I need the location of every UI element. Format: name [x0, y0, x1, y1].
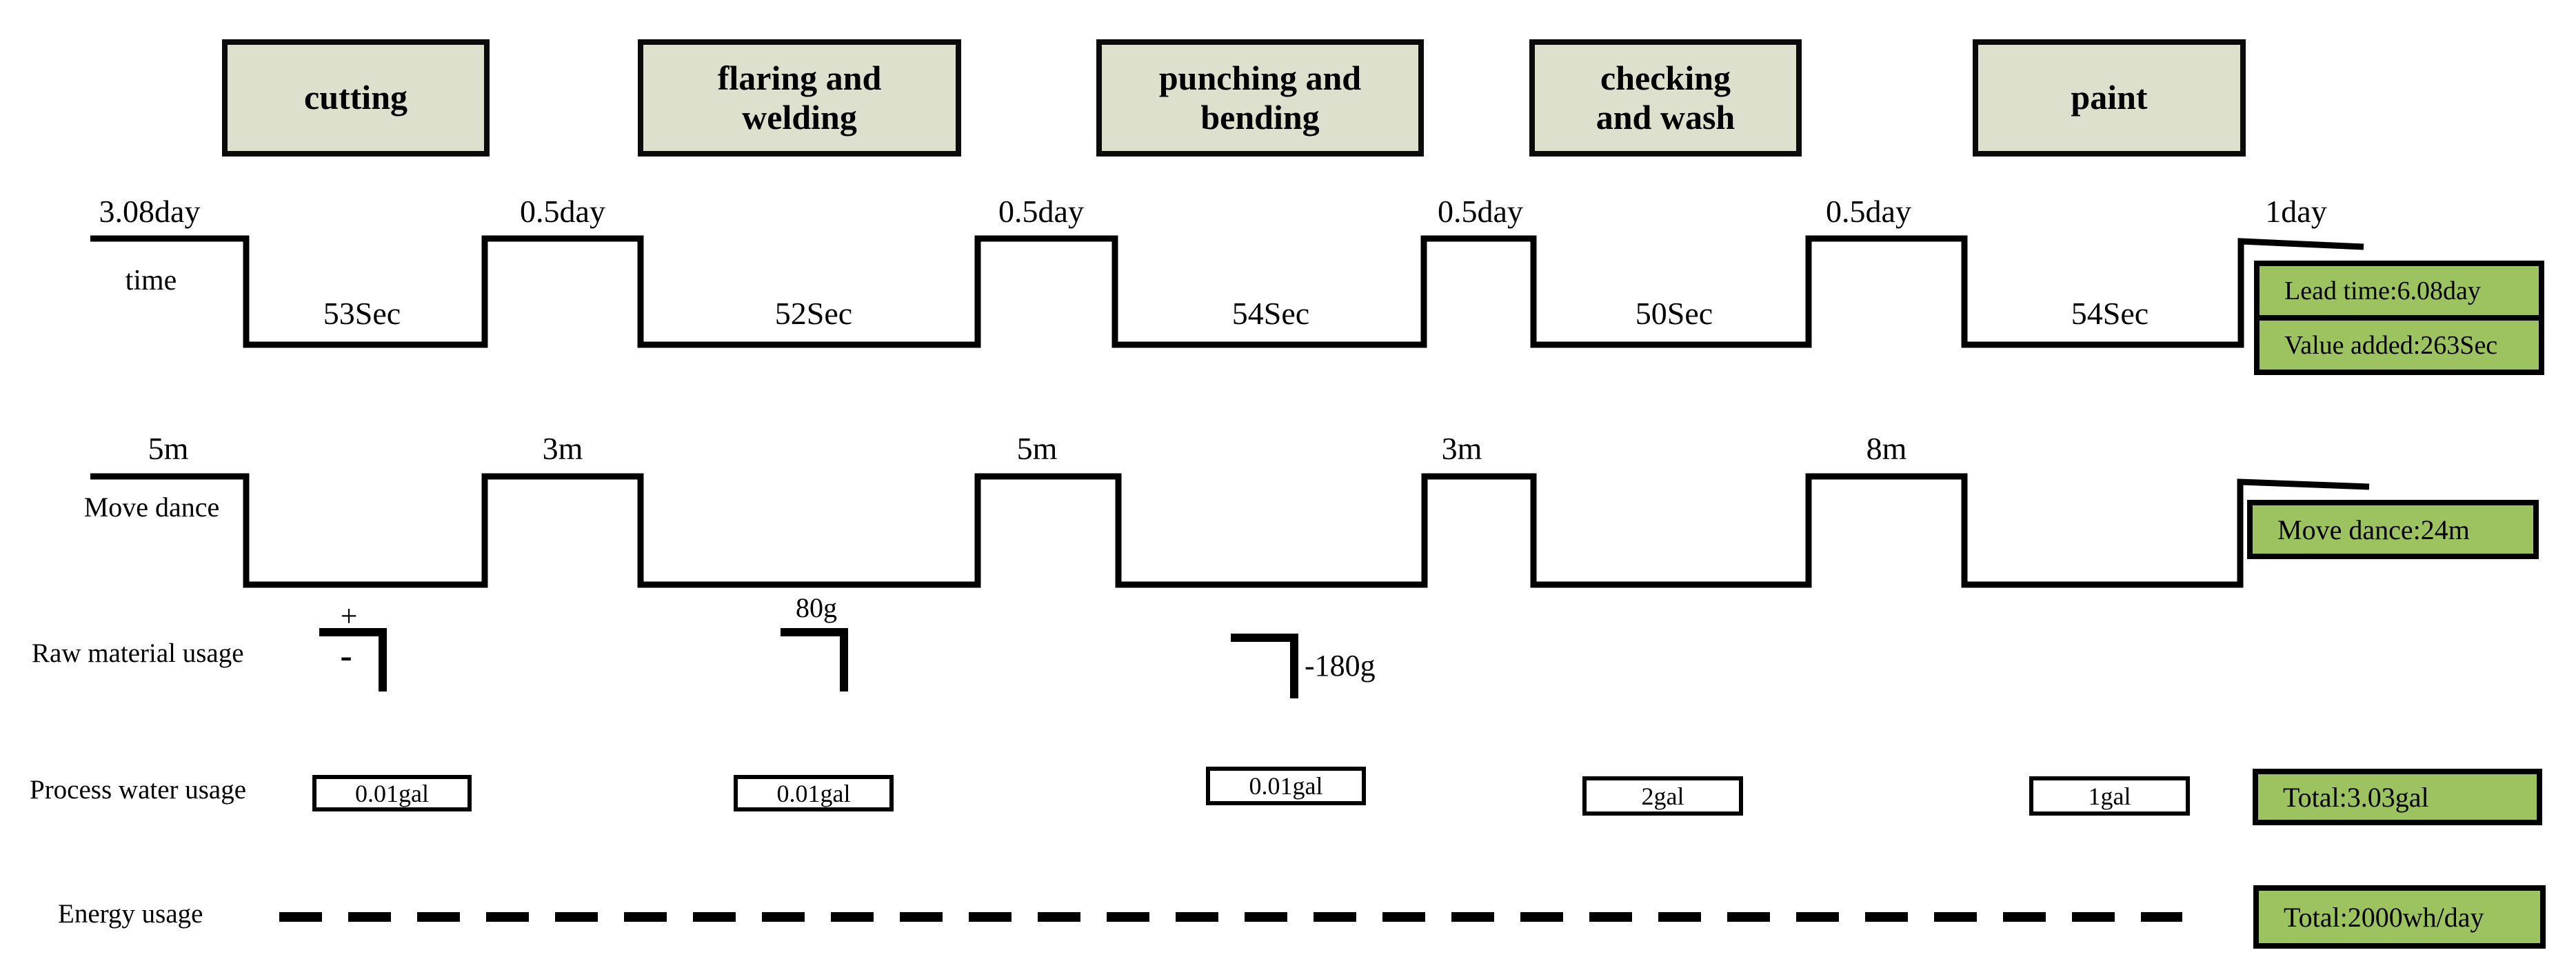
- stage-box-punching-and-bending: punching and bending: [1096, 39, 1424, 157]
- stage-label: cutting: [304, 78, 407, 117]
- move-row-label: Move dance: [83, 492, 220, 523]
- stage-box-paint: paint: [1973, 39, 2246, 157]
- stage-label: paint: [2071, 78, 2148, 117]
- time-process-label: 54Sec: [2071, 296, 2149, 331]
- raw-bracket-cutting: [319, 628, 387, 692]
- water-usage-box: 0.01gal: [312, 775, 472, 811]
- water-total-value: Total:3.03gal: [2283, 781, 2429, 813]
- time-castle-line: [90, 235, 2364, 348]
- water-usage-box: 0.01gal: [734, 775, 894, 811]
- stage-label: checking and wash: [1596, 58, 1735, 137]
- raw-plus-sign: +: [340, 599, 358, 633]
- stage-label: punching and bending: [1158, 58, 1362, 137]
- water-total-box: Total:3.03gal: [2253, 769, 2542, 825]
- water-usage-value: 2gal: [1641, 782, 1684, 810]
- move-distance-label: 3m: [1441, 431, 1482, 466]
- water-usage-value: 0.01gal: [355, 779, 429, 807]
- time-wait-label: 0.5day: [998, 194, 1084, 229]
- water-usage-box: 0.01gal: [1206, 767, 1366, 805]
- energy-total-box: Total:2000wh/day: [2253, 885, 2546, 949]
- move-castle-line: [90, 473, 2370, 588]
- raw-add-value: 80g: [796, 592, 837, 623]
- time-summary-box: Lead time:6.08day Value added:263Sec: [2254, 261, 2544, 375]
- time-process-label: 52Sec: [774, 296, 853, 331]
- time-wait-label: 0.5day: [1438, 194, 1523, 229]
- water-usage-box: 2gal: [1582, 776, 1743, 816]
- stage-box-checking-and-wash: checking and wash: [1529, 39, 1802, 157]
- stage-box-flaring-and-welding: flaring and welding: [638, 39, 961, 157]
- time-process-label: 53Sec: [323, 296, 401, 331]
- lead-time-value: Lead time:6.08day: [2260, 266, 2539, 315]
- move-total-box: Move dance:24m: [2247, 500, 2539, 559]
- value-added-value: Value added:263Sec: [2260, 315, 2539, 370]
- stage-box-cutting: cutting: [222, 39, 490, 157]
- move-total-value: Move dance:24m: [2277, 514, 2470, 545]
- water-usage-value: 0.01gal: [776, 779, 851, 807]
- water-row-label: Process water usage: [30, 775, 247, 805]
- raw-material-row-label: Raw material usage: [32, 638, 244, 668]
- move-distance-label: 5m: [148, 431, 189, 466]
- time-wait-label: 3.08day: [99, 194, 201, 229]
- raw-minus-sign: -: [340, 636, 352, 676]
- time-process-label: 50Sec: [1635, 296, 1713, 331]
- move-distance-label: 5m: [1016, 431, 1058, 466]
- water-usage-value: 1gal: [2088, 782, 2131, 810]
- water-usage-box: 1gal: [2029, 776, 2190, 816]
- raw-subtract-value: -180g: [1305, 649, 1376, 683]
- time-wait-label: 0.5day: [520, 194, 605, 229]
- raw-bracket-flaring: [781, 628, 848, 692]
- move-distance-label: 8m: [1866, 431, 1907, 466]
- energy-total-value: Total:2000wh/day: [2284, 901, 2484, 933]
- move-distance-label: 3m: [542, 431, 583, 466]
- time-process-label: 54Sec: [1231, 296, 1310, 331]
- time-row-label: time: [125, 265, 177, 296]
- raw-bracket-punching: [1231, 634, 1298, 698]
- time-wait-label: 1day: [2265, 194, 2327, 229]
- energy-row-label: Energy usage: [58, 899, 203, 929]
- water-usage-value: 0.01gal: [1249, 772, 1323, 800]
- time-wait-label: 0.5day: [1826, 194, 1911, 229]
- stage-label: flaring and welding: [717, 58, 882, 137]
